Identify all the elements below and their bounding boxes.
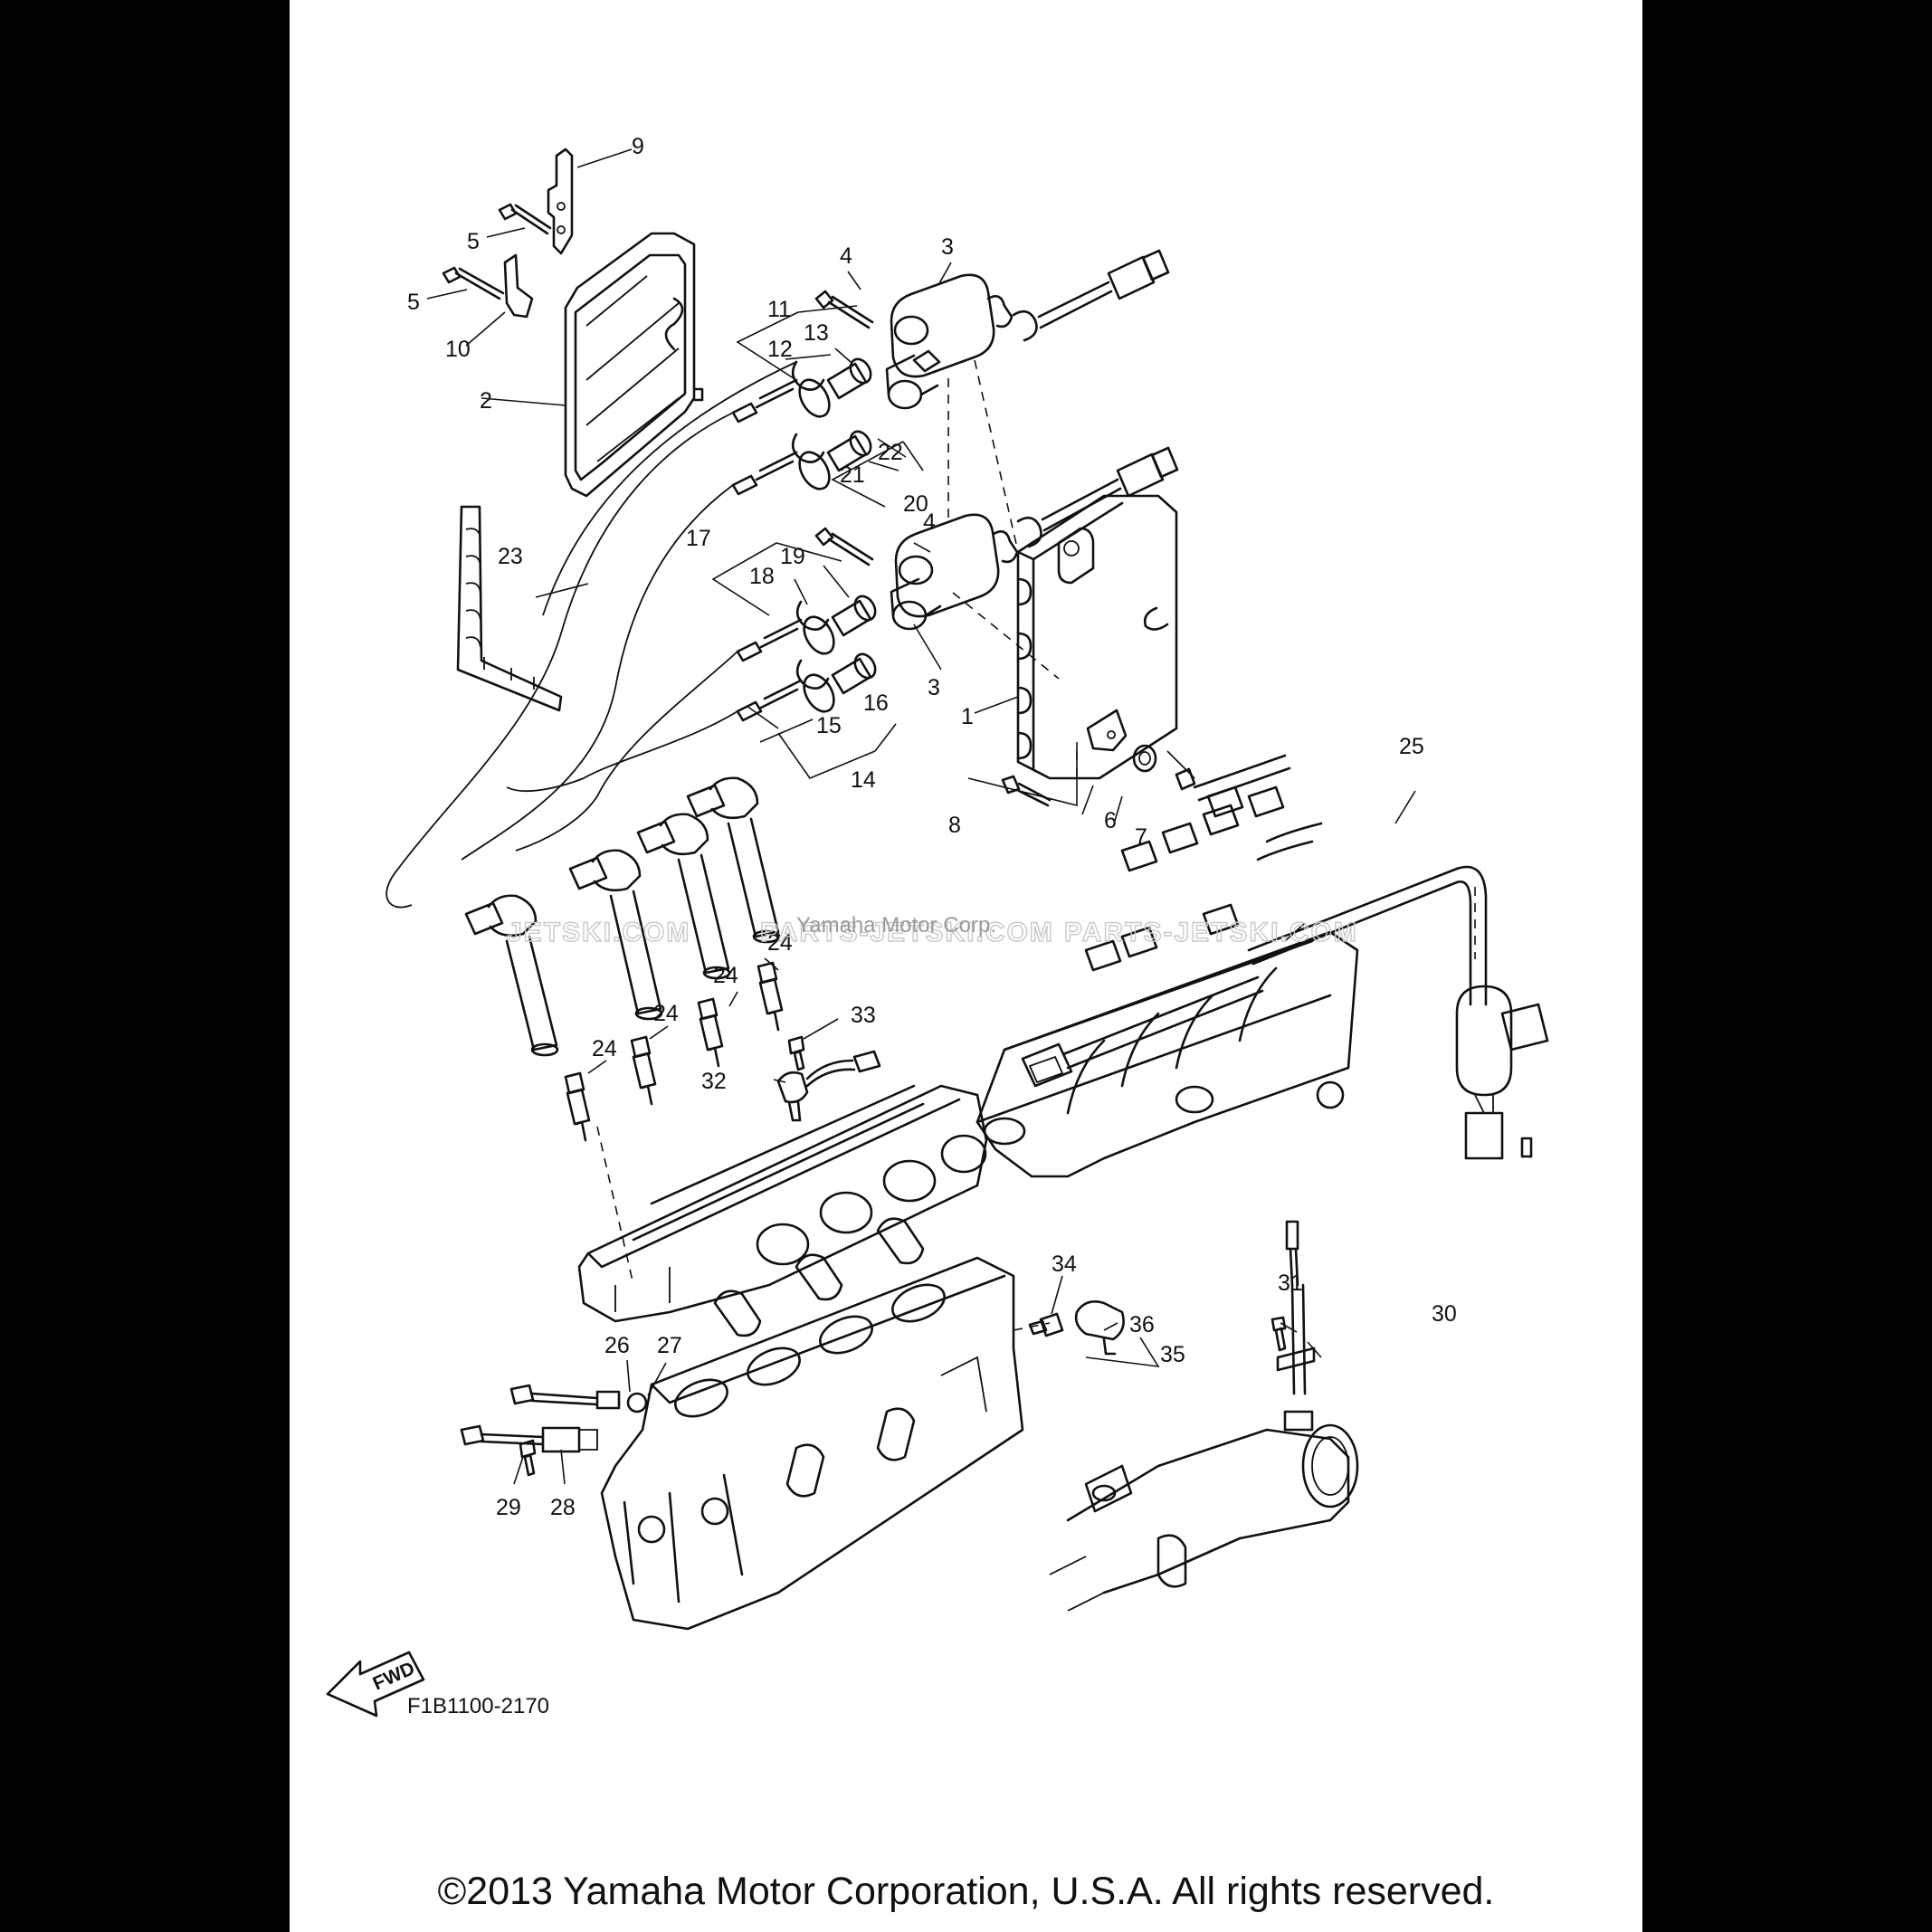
bracket-9-part — [547, 148, 574, 255]
callout-12: 12 — [767, 337, 793, 362]
callout-3b: 3 — [928, 675, 940, 700]
callout-23: 23 — [498, 544, 523, 569]
wire-harness-25-part — [1021, 754, 1549, 1160]
cap-holder-23-part — [456, 505, 563, 712]
fwd-label: FWD — [370, 1658, 418, 1694]
copyright-footer: ©2013 Yamaha Motor Corporation, U.S.A. A… — [437, 1870, 1495, 1913]
callout-24b: 24 — [713, 963, 738, 988]
callout-18: 18 — [749, 564, 775, 589]
diagram-sheet — [290, 0, 1642, 1932]
callout-22: 22 — [878, 440, 903, 465]
callout-7: 7 — [1135, 824, 1147, 850]
bracket-10-part — [503, 253, 534, 319]
spark-plug-24c-part — [697, 997, 724, 1068]
callout-15: 15 — [816, 713, 842, 738]
callout-24d: 24 — [592, 1036, 617, 1061]
exhaust-pipe-part — [1049, 1423, 1359, 1612]
cylinder-head-part — [577, 1084, 988, 1337]
plug-boot-4-part — [686, 776, 781, 944]
watermark-row: JETSKI.COM PARTS-JETSKI.COM Yamaha Motor… — [506, 913, 1358, 948]
bolt-31-part — [1271, 1316, 1287, 1352]
callout-29: 29 — [496, 1495, 521, 1520]
watermark-mid-left: PARTS-JETSKI.COM — [760, 918, 1054, 947]
callout-30: 30 — [1432, 1301, 1457, 1327]
callout-34: 34 — [1052, 1252, 1077, 1277]
callout-25: 25 — [1399, 734, 1424, 759]
callout-6: 6 — [1104, 808, 1117, 833]
ecu-unit-part — [1016, 494, 1178, 780]
callout-5b: 5 — [407, 290, 420, 315]
callout-16: 16 — [863, 690, 889, 716]
callout-28: 28 — [550, 1495, 576, 1520]
callout-4b: 4 — [923, 509, 936, 535]
callout-5a: 5 — [467, 229, 480, 254]
plug-boot-2-part — [568, 849, 663, 1021]
diagram-svg: FWD — [326, 134, 1549, 1718]
sensor-30-part — [1276, 1220, 1316, 1432]
callout-1: 1 — [961, 704, 974, 729]
plug-cap-assy-upper-part — [731, 357, 872, 424]
collar-7-part — [1175, 767, 1196, 791]
intake-manifold-part — [976, 930, 1359, 1178]
sensor-34-part — [1028, 1312, 1064, 1337]
callout-2: 2 — [480, 388, 492, 414]
plug-boot-1-part — [464, 894, 559, 1057]
bolt-29-part — [519, 1439, 537, 1477]
callout-24a: 24 — [767, 930, 793, 956]
callout-labels: 9 5 5 10 2 4 3 11 13 12 22 21 20 23 4 17… — [407, 134, 1457, 1520]
cylinder-block-part — [600, 1256, 1024, 1631]
callout-4a: 4 — [840, 243, 852, 269]
callout-14: 14 — [851, 767, 876, 793]
exploded-parts-diagram: FWD — [290, 0, 1642, 1932]
callout-35: 35 — [1160, 1342, 1185, 1367]
callout-26: 26 — [604, 1333, 630, 1358]
callout-32: 32 — [701, 1069, 727, 1094]
plug-cap-assy-17-part — [736, 595, 877, 662]
screw-4b-part — [814, 527, 874, 566]
screw-5b-part — [442, 266, 505, 300]
bolt-8-part — [1001, 775, 1052, 807]
callout-21: 21 — [840, 462, 865, 488]
spark-plug-24d-part — [757, 961, 784, 1032]
spark-plug-24b-part — [630, 1035, 657, 1106]
callout-9: 9 — [632, 134, 644, 159]
callout-36: 36 — [1129, 1312, 1155, 1337]
sensor-26-part — [509, 1384, 621, 1410]
plug-cap-assy-20-part — [731, 430, 872, 496]
sensor-36-part — [1074, 1300, 1125, 1356]
callout-31: 31 — [1278, 1271, 1303, 1296]
watermark-right: PARTS-JETSKI.COM — [1064, 918, 1358, 947]
callout-11: 11 — [767, 297, 791, 322]
bolt-33-part — [787, 1035, 805, 1071]
spark-plug-24a-part — [564, 1071, 591, 1142]
callout-33: 33 — [851, 1003, 876, 1028]
leader-lines — [426, 148, 1416, 1485]
callout-27: 27 — [657, 1333, 682, 1358]
watermark-left: JETSKI.COM — [507, 918, 690, 947]
callout-20: 20 — [903, 491, 928, 517]
plug-boot-3-part — [636, 813, 731, 980]
figure-code: F1B1100-2170 — [407, 1694, 549, 1718]
callout-13: 13 — [804, 320, 829, 346]
callout-3a: 3 — [941, 234, 954, 260]
plug-cap-assy-14-part — [736, 652, 877, 722]
sensor-32-part — [776, 1050, 881, 1122]
screw-5a-part — [498, 203, 552, 235]
callout-24c: 24 — [653, 1001, 679, 1026]
ecu-cover-part — [564, 232, 704, 498]
watermark-credit: Yamaha Motor Corp. — [796, 913, 996, 937]
ignition-coil-upper-part — [885, 249, 1170, 410]
grommet-6-part — [1132, 744, 1157, 773]
high-tension-leads — [385, 361, 797, 909]
callout-10: 10 — [445, 337, 471, 362]
callout-8: 8 — [948, 813, 961, 838]
callout-19: 19 — [780, 544, 805, 569]
washer-27-part — [626, 1392, 648, 1413]
screw-4a-part — [814, 290, 874, 329]
callout-17: 17 — [686, 526, 711, 551]
sensor-28-part — [460, 1424, 598, 1453]
dashed-alignment-lines — [596, 359, 1476, 1331]
